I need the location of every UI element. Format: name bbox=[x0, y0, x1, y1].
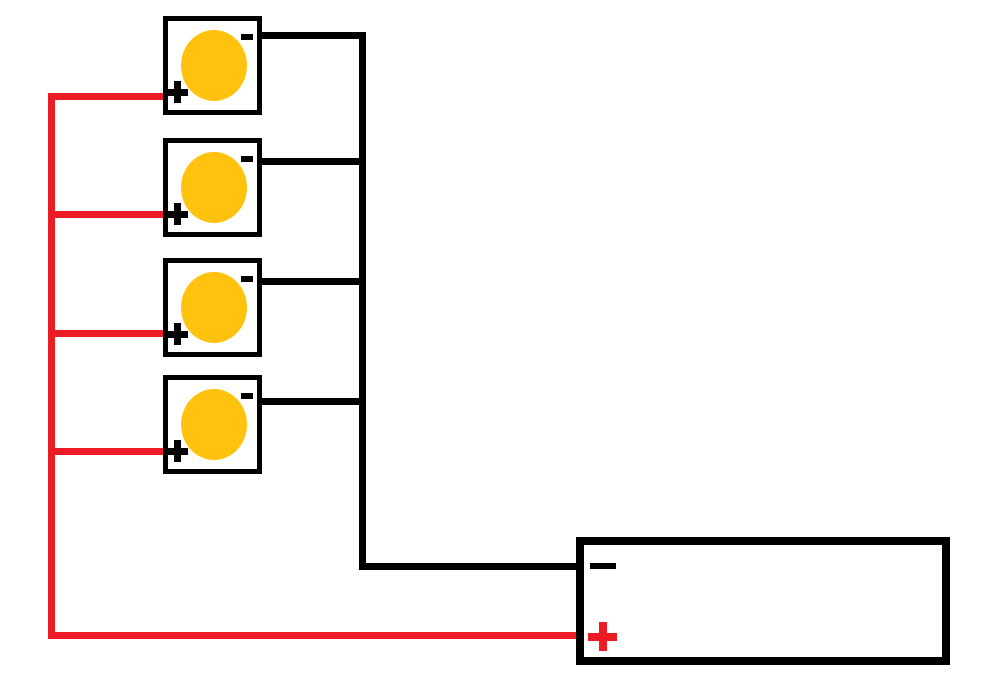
minus-icon: − bbox=[241, 34, 253, 40]
minus-icon: − bbox=[241, 393, 253, 399]
negative-branch-wire-1 bbox=[258, 32, 366, 39]
positive-branch-wire-3 bbox=[48, 330, 170, 337]
positive-bus-wire bbox=[48, 93, 55, 639]
negative-battery-wire bbox=[359, 563, 578, 570]
led-module-3: + − bbox=[163, 258, 262, 357]
battery: − + bbox=[576, 537, 950, 665]
plus-icon: + bbox=[166, 323, 188, 345]
led-chip bbox=[181, 152, 247, 223]
negative-bus-wire bbox=[359, 32, 366, 570]
led-chip bbox=[181, 30, 247, 101]
negative-branch-wire-3 bbox=[258, 278, 366, 285]
plus-terminal-label: + bbox=[166, 323, 167, 324]
battery-minus-label: − bbox=[590, 563, 591, 564]
battery-plus-icon: + bbox=[588, 622, 617, 651]
led-module-1: + − bbox=[163, 16, 262, 115]
minus-icon: − bbox=[241, 276, 253, 282]
positive-branch-wire-4 bbox=[48, 448, 170, 455]
positive-branch-wire-1 bbox=[48, 93, 170, 100]
positive-branch-wire-2 bbox=[48, 211, 170, 218]
led-chip bbox=[181, 272, 247, 343]
plus-icon: + bbox=[166, 440, 188, 462]
led-chip bbox=[181, 389, 247, 460]
battery-plus-label: + bbox=[588, 622, 589, 623]
minus-icon: − bbox=[241, 156, 253, 162]
plus-icon: + bbox=[166, 203, 188, 225]
led-module-2: + − bbox=[163, 138, 262, 237]
led-module-4: + − bbox=[163, 375, 262, 474]
plus-icon: + bbox=[166, 81, 188, 103]
minus-terminal-label: − bbox=[241, 156, 242, 157]
plus-terminal-label: + bbox=[166, 203, 167, 204]
battery-minus-icon: − bbox=[590, 563, 616, 569]
negative-branch-wire-4 bbox=[258, 398, 366, 405]
minus-terminal-label: − bbox=[241, 34, 242, 35]
minus-terminal-label: − bbox=[241, 276, 242, 277]
plus-terminal-label: + bbox=[166, 81, 167, 82]
plus-terminal-label: + bbox=[166, 440, 167, 441]
minus-terminal-label: − bbox=[241, 393, 242, 394]
negative-branch-wire-2 bbox=[258, 158, 366, 165]
positive-battery-wire bbox=[48, 632, 578, 639]
